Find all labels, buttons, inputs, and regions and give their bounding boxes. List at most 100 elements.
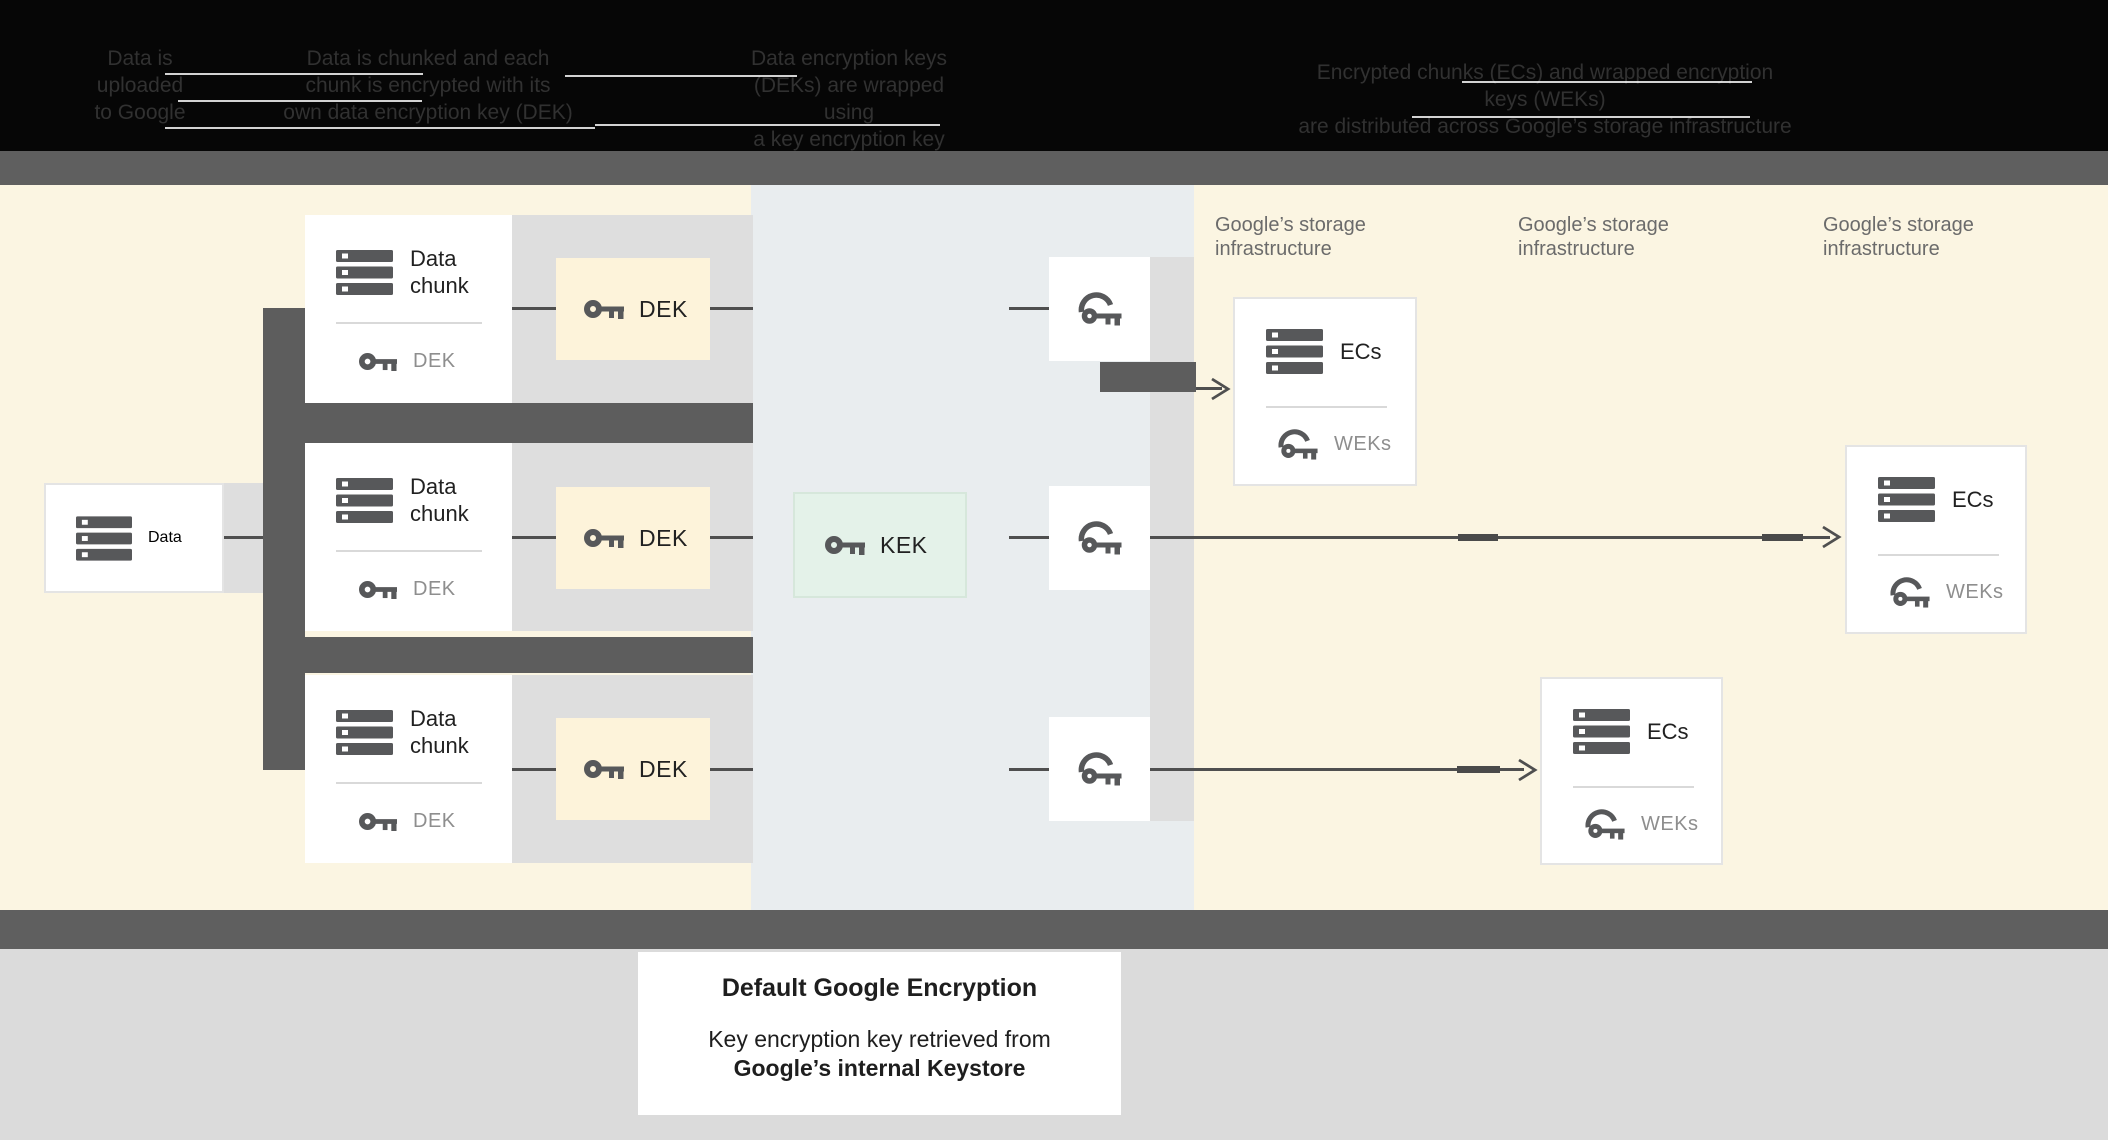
header-glitch-line [165, 73, 423, 75]
header-glitch-line [595, 124, 940, 126]
ecs-box-label: ECs [1647, 719, 1689, 744]
storage-label-line: infrastructure [1823, 238, 1940, 260]
line-chunk3-to-dek3 [512, 768, 556, 771]
storage-infrastructure-label: Google’s storage infrastructure [1823, 213, 1974, 261]
chunk-title-line: chunk [410, 501, 469, 526]
database-icon [336, 477, 393, 523]
header-step-1: Data is uploaded to Google [85, 45, 195, 126]
bottom-separator-bar [0, 910, 2108, 949]
line-dek2-out [710, 536, 753, 539]
database-icon [1878, 477, 1935, 522]
line-dek3-out [710, 768, 753, 771]
caption-line-bold: Google’s internal Keystore [733, 1055, 1026, 1081]
dek-box: DEK [556, 487, 710, 589]
line-chunk2-to-dek2 [512, 536, 556, 539]
line-to-wrap3 [1009, 768, 1049, 771]
card-divider [1878, 554, 1999, 556]
chunk-title-line: chunk [410, 273, 469, 298]
arrow3-packet-seg [1457, 766, 1500, 773]
data-box: Data [44, 483, 224, 593]
header-step-3-line: Data encryption keys [750, 47, 948, 70]
chunk-title: Data chunk [410, 705, 469, 759]
line-dek1-out [710, 307, 753, 310]
line-chunk1-to-dek1 [512, 307, 556, 310]
key-icon [825, 533, 865, 557]
chunk-dek-label: DEK [413, 810, 456, 832]
header-step-2: Data is chunked and each chunk is encryp… [258, 45, 598, 126]
header-glitch-line [1462, 81, 1752, 83]
data-chunk-box: Data chunk DEK [305, 443, 512, 631]
card-divider [1266, 406, 1387, 408]
chunk-title-line: Data [410, 706, 457, 731]
arrow1-shaft [1196, 387, 1222, 390]
header-step-1-line: to Google [94, 101, 186, 124]
key-wrap-box [1049, 486, 1150, 590]
storage-label-line: Google’s storage [1215, 214, 1366, 236]
card-divider [336, 782, 482, 784]
key-wrap-box [1049, 257, 1150, 361]
chunk-bracket-vertical [263, 308, 305, 770]
data-box-label: Data [148, 529, 182, 546]
chunk-title-line: Data [410, 246, 457, 271]
chunk-bracket-bar-2 [263, 637, 753, 673]
key-icon [584, 526, 624, 550]
header-step-3-line: (DEKs) are wrapped using [753, 74, 945, 124]
caption-card: Default Google Encryption Key encryption… [638, 952, 1121, 1115]
header-glitch-line [165, 127, 595, 129]
ecs-box: ECs WEKs [1233, 297, 1417, 486]
storage-label-line: infrastructure [1215, 238, 1332, 260]
line-kek-to-wrap2 [1009, 536, 1049, 539]
header-step-4: Encrypted chunks (ECs) and wrapped encry… [1295, 59, 1795, 140]
header-step-2-line: own data encryption key (DEK) [283, 101, 573, 124]
caption-line: Key encryption key retrieved from [708, 1026, 1051, 1052]
ecs-wek-label: WEKs [1641, 813, 1699, 835]
dek-box-label: DEK [639, 524, 688, 551]
header-strip: Data is uploaded to Google Data is chunk… [0, 0, 2108, 178]
line-to-wrap1 [1009, 307, 1049, 310]
ecs-box: ECs WEKs [1540, 677, 1723, 865]
ecs-box-label: ECs [1952, 487, 1994, 512]
key-icon [359, 578, 397, 601]
chunk-dek-label: DEK [413, 350, 456, 372]
line-data-to-bracket [224, 536, 263, 539]
chunk-title: Data chunk [410, 473, 469, 527]
dek-box: DEK [556, 718, 710, 820]
chunk-title-line: Data [410, 474, 457, 499]
arrowhead-icon [1518, 758, 1538, 782]
header-step-4-line: Encrypted chunks (ECs) and wrapped encry… [1316, 61, 1774, 111]
chunk-title: Data chunk [410, 245, 469, 299]
ecs-wek-label: WEKs [1946, 581, 2004, 603]
header-glitch-line [1412, 116, 1750, 118]
key-icon [359, 810, 397, 833]
card-divider [336, 550, 482, 552]
header-step-4-line: are distributed across Google’s storage … [1298, 115, 1792, 138]
ecs-wek-label: WEKs [1334, 433, 1392, 455]
wrapped-key-icon [1077, 292, 1122, 326]
header-step-2-line: Data is chunked and each [306, 47, 550, 70]
chunk-title-line: chunk [410, 733, 469, 758]
header-glitch-line [565, 75, 797, 77]
key-icon [359, 350, 397, 373]
header-step-1-line: uploaded [96, 74, 184, 97]
wrapped-key-icon [1584, 809, 1625, 840]
storage-label-line: Google’s storage [1823, 214, 1974, 236]
header-step-3: Data encryption keys (DEKs) are wrapped … [735, 45, 963, 180]
database-icon [1266, 329, 1323, 374]
dek-box: DEK [556, 258, 710, 360]
wrapped-key-icon [1277, 429, 1318, 460]
card-divider [1573, 786, 1694, 788]
wrapped-key-icon [1077, 752, 1122, 786]
card-divider [336, 322, 482, 324]
ecs-box-label: ECs [1340, 339, 1382, 364]
wek-packet-bar-1 [1100, 362, 1196, 392]
kek-box-label: KEK [880, 531, 928, 558]
storage-infrastructure-label: Google’s storage infrastructure [1518, 213, 1669, 261]
wrap-column-band [1150, 257, 1194, 821]
caption-body: Key encryption key retrieved from Google… [638, 1025, 1121, 1083]
wrapped-key-icon [1889, 577, 1930, 608]
database-icon [1573, 709, 1630, 754]
data-chunk-box: Data chunk DEK [305, 675, 512, 863]
key-icon [584, 757, 624, 781]
caption-title: Default Google Encryption [721, 974, 1038, 1002]
key-wrap-box [1049, 717, 1150, 821]
